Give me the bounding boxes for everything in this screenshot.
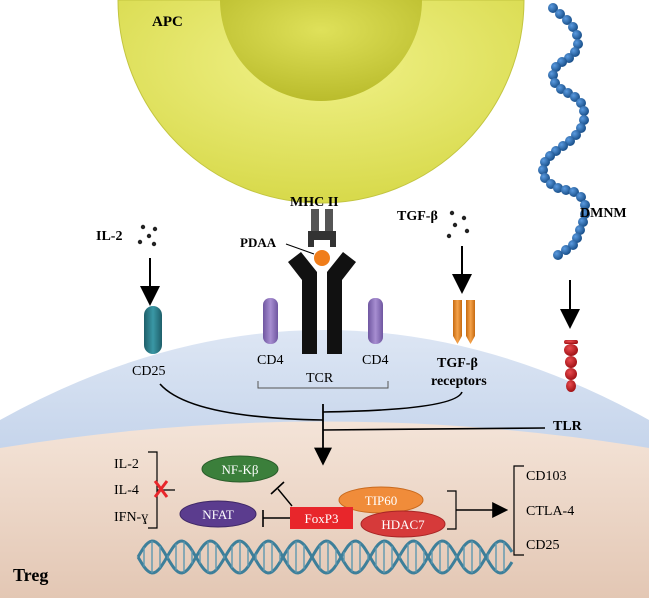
dmnm-bead — [558, 141, 568, 151]
tgfb-receptors-label-2: receptors — [431, 374, 487, 389]
dmnm-bead — [575, 225, 585, 235]
hdac7-label: HDAC7 — [381, 517, 425, 532]
dna-strand-b — [136, 539, 514, 575]
treg-label: Treg — [13, 565, 48, 585]
dmnm-bead — [572, 30, 582, 40]
dmnm-bead — [565, 136, 575, 146]
mhc-stem-left — [311, 209, 319, 231]
tgfb-signal-line — [322, 391, 463, 413]
marker-ctla4: CTLA-4 — [526, 504, 574, 519]
tcr-label: TCR — [306, 371, 334, 386]
dna-helix — [136, 539, 514, 575]
dmnm-bead — [568, 22, 578, 32]
dmnm-chain — [538, 3, 590, 260]
cd4-right-receptor — [368, 298, 383, 344]
dmnm-bead — [573, 39, 583, 49]
tcr-bracket — [257, 381, 389, 389]
tlr-receptor — [564, 340, 578, 392]
dmnm-bead — [580, 200, 590, 210]
dmnm-bead — [553, 183, 563, 193]
tgfb-label: TGF-β — [397, 209, 438, 224]
dmnm-bead — [548, 3, 558, 13]
dmnm-bead — [576, 98, 586, 108]
dmnm-bead — [579, 106, 589, 116]
pdaa-label: PDAA — [240, 235, 277, 250]
tcr-receptor — [288, 252, 356, 354]
dmnm-bead — [538, 165, 548, 175]
marker-cd103: CD103 — [526, 469, 566, 484]
cytokine-il2: IL-2 — [114, 457, 139, 472]
cytokine-il4: IL-4 — [114, 483, 139, 498]
pdaa-antigen — [314, 250, 330, 266]
cd4-left-receptor — [263, 298, 278, 344]
cd25-signal-line — [159, 383, 324, 421]
tgfb-particles — [446, 210, 470, 239]
nfkb-inhibit-bar — [270, 481, 285, 495]
dmnm-bead — [568, 240, 578, 250]
mhc-label: MHC II — [290, 195, 339, 210]
mhc-groove — [308, 231, 336, 247]
apc-nucleus — [220, 0, 422, 101]
dna-strand-a — [136, 539, 514, 575]
apc-label: APC — [152, 14, 183, 30]
cd25-receptor — [144, 306, 162, 354]
cytokine-ifng: IFN-ɣ — [114, 510, 148, 525]
dmnm-bead — [551, 62, 561, 72]
dmnm-bead — [562, 15, 572, 25]
dmnm-bead — [561, 245, 571, 255]
foxp3-molecule — [290, 507, 353, 529]
marker-bracket — [513, 465, 524, 556]
tlr-signal-line — [322, 427, 546, 431]
dmnm-bead — [569, 187, 579, 197]
nfkb-label: NF-Kβ — [222, 462, 259, 477]
tgfb-receptor — [453, 300, 475, 344]
dmnm-bead — [553, 250, 563, 260]
dmnm-bead — [579, 115, 589, 125]
hdac7-molecule — [360, 510, 446, 538]
tlr-label: TLR — [553, 419, 583, 434]
il2-particles — [137, 224, 158, 247]
dmnm-bead — [576, 123, 586, 133]
dmnm-bead — [555, 9, 565, 19]
il2-label: IL-2 — [96, 229, 122, 244]
mhc-stem-right — [325, 209, 333, 231]
dmnm-label: DMNM — [580, 206, 627, 221]
nfkb-inhibit-line — [277, 488, 293, 507]
nfkb-molecule — [201, 455, 279, 483]
apc-cell — [117, 0, 525, 204]
nfat-molecule — [179, 500, 257, 528]
dmnm-bead — [561, 185, 571, 195]
dmnm-bead — [576, 192, 586, 202]
cd4-right-label: CD4 — [362, 353, 388, 368]
tgfb-receptors-label-1: TGF-β — [437, 356, 478, 371]
cd25-label: CD25 — [132, 364, 165, 379]
dmnm-bead — [578, 217, 588, 227]
dmnm-bead — [540, 157, 550, 167]
dmnm-bead — [548, 70, 558, 80]
dmnm-bead — [580, 209, 590, 219]
tip60-label: TIP60 — [365, 493, 398, 508]
nfat-label: NFAT — [202, 507, 234, 522]
cross-icon — [153, 480, 169, 498]
foxp3-label: FoxP3 — [305, 511, 339, 526]
marker-cd25: CD25 — [526, 538, 559, 553]
pdaa-pointer — [285, 243, 315, 255]
cd4-left-label: CD4 — [257, 353, 283, 368]
